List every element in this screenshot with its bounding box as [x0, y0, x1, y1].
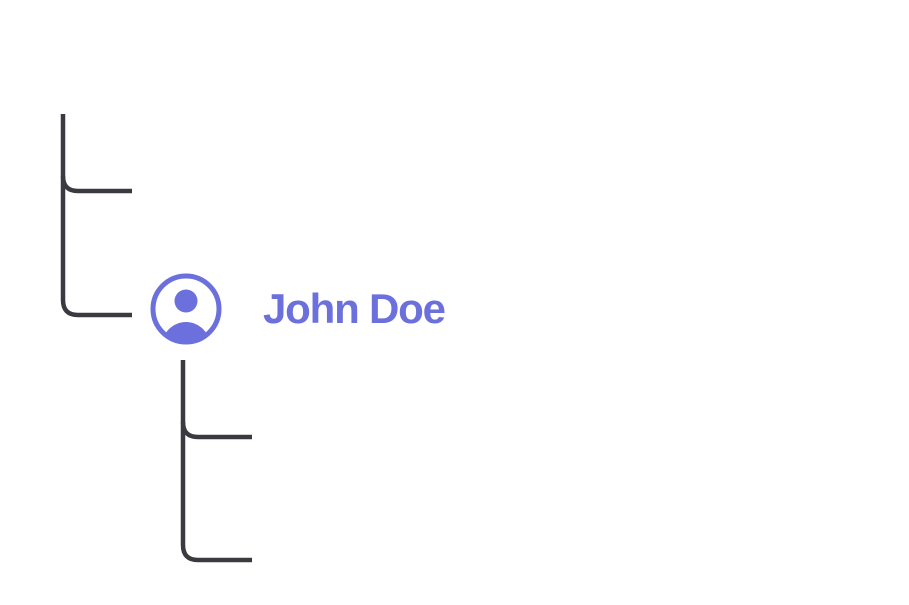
- user-circle-icon[interactable]: [150, 273, 222, 370]
- root-branch-line-1: [60, 114, 132, 194]
- node-label-john-doe[interactable]: John Doe: [263, 285, 446, 332]
- child-branch-line-2: [180, 422, 252, 563]
- child-branch-line-1: [180, 360, 252, 440]
- root-branch-line-2: [60, 176, 132, 318]
